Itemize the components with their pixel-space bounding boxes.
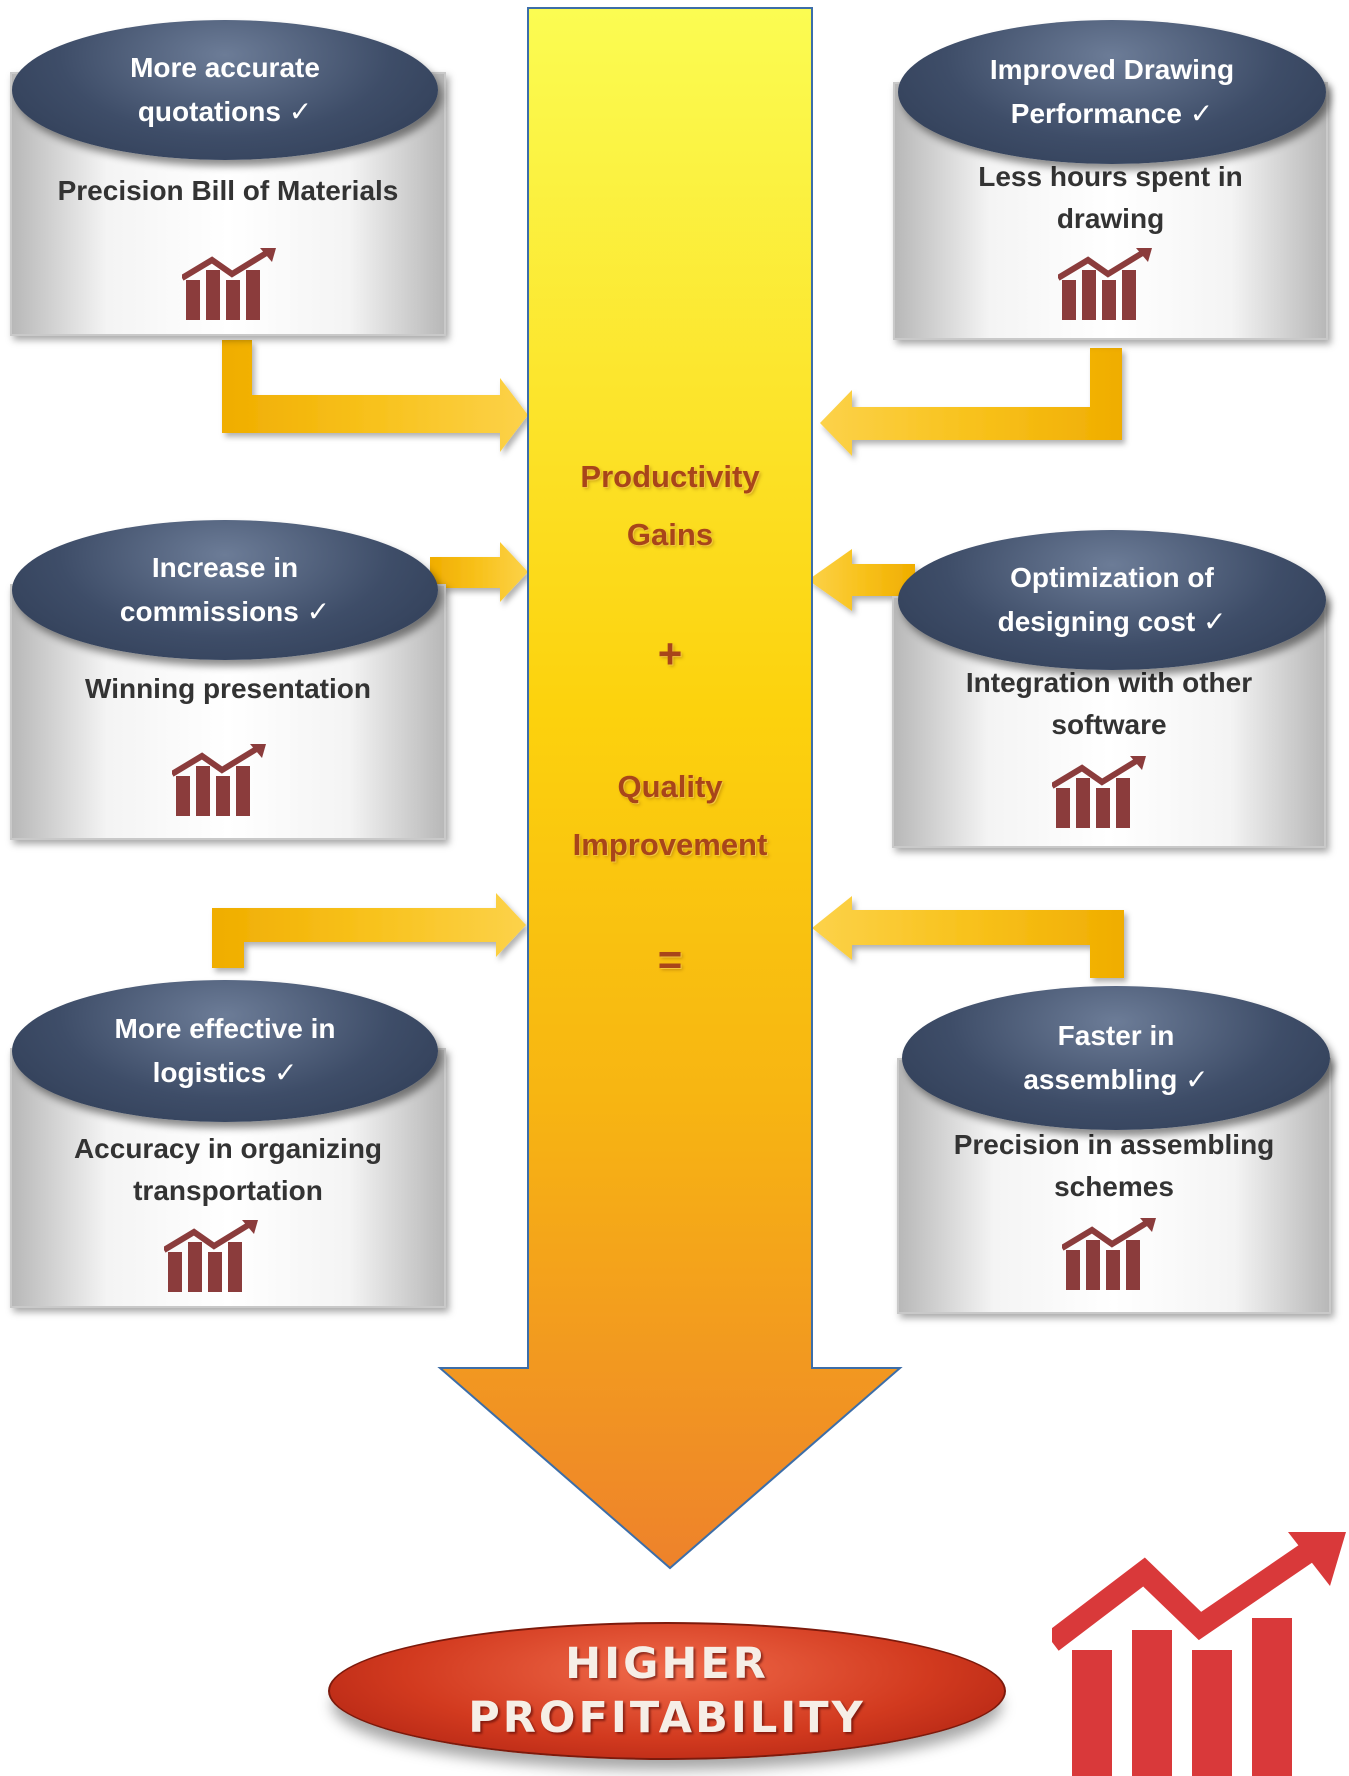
connector-bottom-right — [812, 896, 1124, 978]
benefit-text-2-line2: drawing — [1056, 203, 1165, 234]
center-plus: + — [657, 630, 683, 677]
benefit-oval-5-text: More effective in logistics ✓ — [105, 1007, 346, 1095]
growth-chart-icon — [1052, 756, 1146, 828]
growth-chart-icon — [1062, 1218, 1156, 1290]
benefit-oval-3-line2: commissions ✓ — [119, 596, 331, 627]
benefit-oval-3-line1: Increase in — [151, 552, 299, 583]
result-text: HIGHER PROFITABILITY — [468, 1637, 865, 1745]
benefit-text-6-line2: schemes — [1054, 1171, 1174, 1202]
benefit-text-1: Precision Bill of Materials — [12, 170, 444, 212]
benefit-text-5: Accuracy in organizing transportation — [12, 1128, 444, 1212]
benefit-oval-6-text: Faster in assembling ✓ — [1013, 1014, 1218, 1102]
benefit-text-2-line1: Less hours spent in — [978, 161, 1243, 192]
growth-chart-icon — [1058, 248, 1152, 320]
benefit-text-6-line1: Precision in assembling — [953, 1129, 1275, 1160]
benefit-oval-1-line1: More accurate — [130, 52, 320, 83]
growth-chart-icon — [172, 744, 266, 816]
benefit-oval-5-line2: logistics ✓ — [152, 1057, 298, 1088]
benefit-oval-4-line1: Optimization of — [1010, 562, 1214, 593]
benefit-text-6: Precision in assembling schemes — [899, 1124, 1329, 1208]
benefit-text-3: Winning presentation — [12, 668, 444, 710]
benefit-oval-3: Increase in commissions ✓ — [12, 520, 438, 660]
result-oval: HIGHER PROFITABILITY — [328, 1622, 1006, 1760]
connector-middle-left — [430, 542, 528, 602]
benefit-oval-2-text: Improved Drawing Performance ✓ — [980, 48, 1244, 136]
benefit-text-2: Less hours spent in drawing — [895, 156, 1326, 240]
benefit-oval-6-line2: assembling ✓ — [1023, 1064, 1209, 1095]
main-down-arrow — [437, 7, 903, 1570]
benefit-text-3-line1: Winning presentation — [85, 673, 371, 704]
growth-chart-icon-large — [1052, 1532, 1346, 1776]
center-line-improvement: Improvement — [572, 827, 768, 862]
benefit-oval-3-text: Increase in commissions ✓ — [110, 546, 340, 634]
result-line-higher: HIGHER — [565, 1639, 769, 1689]
growth-chart-icon — [182, 248, 276, 320]
center-productivity: Productivity Gains — [528, 448, 812, 564]
benefit-text-1-line1: Precision Bill of Materials — [57, 175, 399, 206]
benefit-text-4-line2: software — [1051, 709, 1167, 740]
benefit-oval-2-line2: Performance ✓ — [1010, 98, 1214, 129]
benefit-oval-1-text: More accurate quotations ✓ — [120, 46, 330, 134]
benefit-oval-4: Optimization of designing cost ✓ — [898, 530, 1326, 670]
benefit-oval-1-line2: quotations ✓ — [137, 96, 313, 127]
benefit-oval-4-text: Optimization of designing cost ✓ — [988, 556, 1237, 644]
benefit-oval-1: More accurate quotations ✓ — [12, 20, 438, 160]
connector-top-left — [222, 340, 528, 452]
benefit-text-4: Integration with other software — [894, 662, 1324, 746]
benefit-text-5-line1: Accuracy in organizing — [73, 1133, 383, 1164]
center-line-gains: Gains — [626, 517, 714, 552]
benefit-oval-6-line1: Faster in — [1057, 1020, 1175, 1051]
benefit-oval-2-line1: Improved Drawing — [989, 54, 1235, 85]
center-line-productivity: Productivity — [580, 459, 760, 494]
benefit-oval-2: Improved Drawing Performance ✓ — [898, 20, 1326, 164]
result-line-profitability: PROFITABILITY — [468, 1693, 866, 1743]
benefit-text-4-line1: Integration with other — [965, 667, 1253, 698]
connector-middle-right — [808, 549, 915, 611]
benefit-text-5-line2: transportation — [133, 1175, 323, 1206]
center-quality: Quality Improvement — [528, 758, 812, 874]
benefit-oval-6: Faster in assembling ✓ — [902, 986, 1330, 1130]
benefit-oval-5: More effective in logistics ✓ — [12, 980, 438, 1122]
center-equals: = — [657, 936, 683, 983]
center-line-quality: Quality — [617, 769, 723, 804]
benefit-oval-5-line1: More effective in — [114, 1013, 336, 1044]
connector-bottom-left — [212, 893, 526, 968]
benefit-oval-4-line2: designing cost ✓ — [997, 606, 1227, 637]
growth-chart-icon — [164, 1220, 258, 1292]
connector-top-right — [820, 348, 1122, 456]
